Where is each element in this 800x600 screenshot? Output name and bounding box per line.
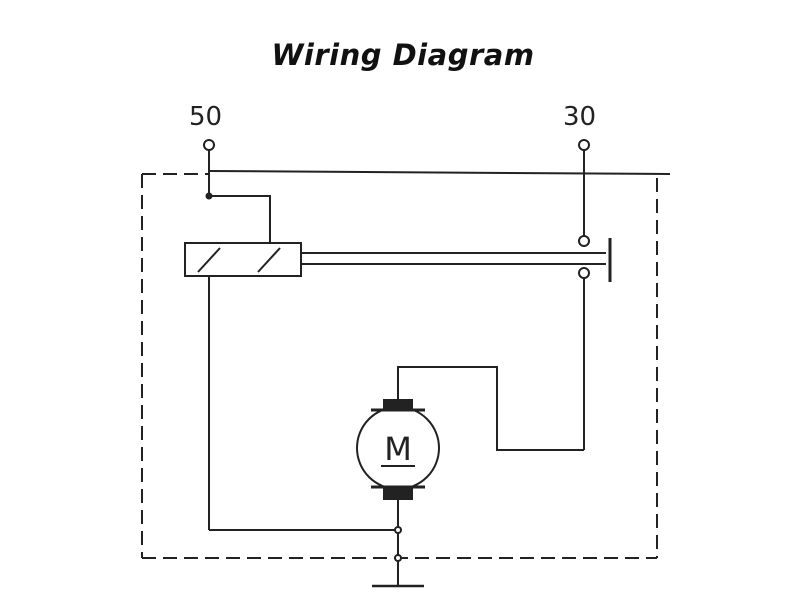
solenoid-coil (184, 195, 302, 277)
ground-return-wire (208, 276, 402, 586)
diagram-title: Wiring Diagram (271, 38, 535, 72)
plunger-rod (301, 252, 606, 265)
motor-feed-wire (397, 366, 584, 451)
terminal-30-connector (578, 139, 590, 151)
motor-symbol (356, 399, 440, 500)
terminal-30-label: 30 (563, 102, 597, 132)
switch-contacts (578, 235, 612, 450)
terminal-50-label: 50 (189, 102, 223, 132)
top-bus-line (209, 170, 671, 175)
motor-label: M (384, 430, 412, 468)
terminal-50-connector (203, 139, 215, 151)
